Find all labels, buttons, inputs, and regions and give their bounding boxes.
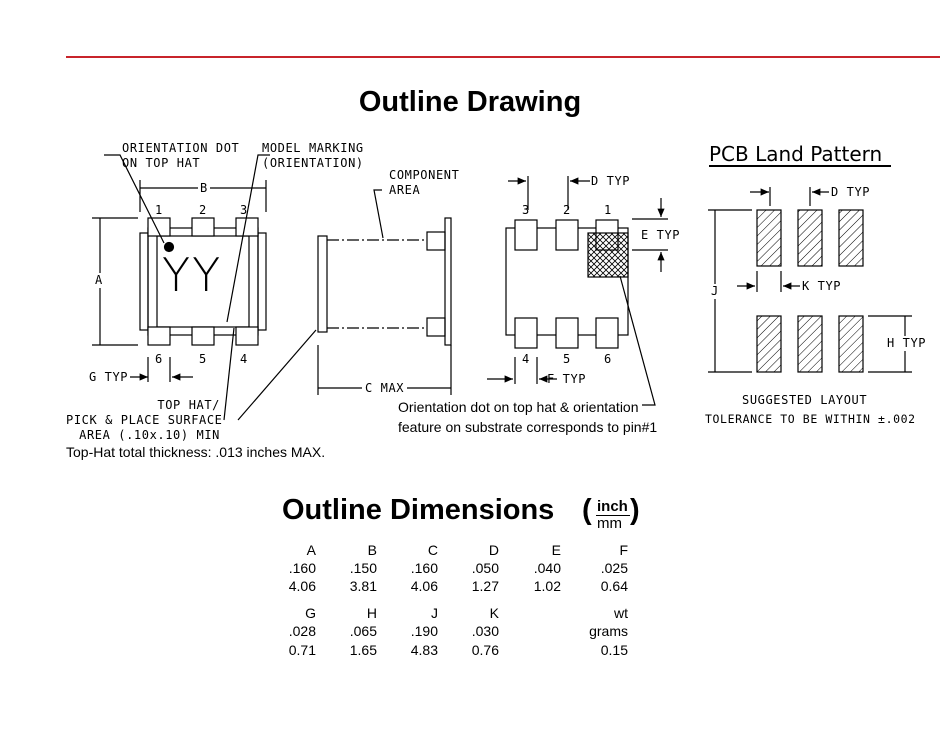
unit-inch: inch [597,498,628,515]
thickness-note: Top-Hat total thickness: .013 inches MAX… [66,444,326,460]
dim-inch-value: .025 [600,560,628,576]
pin-top-2: 2 [199,203,207,217]
bottom-pin-3: 3 [522,203,530,217]
pin-top-3: 3 [240,203,248,217]
unit-close-paren: ) [630,494,640,526]
dim-inch-value: .190 [410,623,438,639]
bottom-dim-f-label: F TYP [547,372,587,386]
dims-row1-inch: .160 .150 .160 .050 .040 .025 [272,560,642,579]
bottom-pin-4: 4 [522,352,530,366]
dim-header: H [366,605,377,621]
pcb-dim-k-label: K TYP [802,279,842,293]
top-hat-label: TOP HAT/ PICK & PLACE SURFACE AREA (.10x… [66,398,223,442]
dim-mm-value: 4.83 [410,642,438,658]
dim-mm-value: 1.02 [533,578,561,594]
pin-bottom-5: 5 [199,352,207,366]
dim-header: wt [614,605,628,621]
side-view [317,217,452,346]
dim-inch-value: .160 [410,560,438,576]
pcb-dim-j-label: J [711,284,719,299]
dim-inch-value: .040 [533,560,561,576]
dim-header: C [427,542,438,558]
pcb-suggested-layout: SUGGESTED LAYOUT [742,393,868,407]
dims-row1-mm: 4.06 3.81 4.06 1.27 1.02 0.64 [272,578,642,597]
dims-row2-inch: .028 .065 .190 .030 grams [272,623,642,642]
drawing-title: Outline Drawing [358,86,582,118]
pin-bottom-4: 4 [240,352,248,366]
dim-mm-value: 0.76 [471,642,499,658]
dims-row1-headers: A B C D E F [272,542,642,561]
pin-bottom-6: 6 [155,352,163,366]
dim-inch-value: .030 [471,623,499,639]
dim-header: K [489,605,499,621]
dim-inch-value: .160 [288,560,316,576]
bottom-pin-2: 2 [563,203,571,217]
pcb-pads [756,209,864,373]
dim-header: B [367,542,377,558]
dim-c-label: C MAX [362,381,408,396]
unit-open-paren: ( [582,494,592,526]
dim-mm-value: 0.71 [288,642,316,658]
unit-fraction-bar [596,515,630,516]
orientation-note: Orientation dot on top hat & orientation… [398,399,658,435]
dim-inch-value: .050 [471,560,499,576]
model-marking: YY [162,248,223,302]
pcb-tolerance: TOLERANCE TO BE WITHIN ±.002 [705,412,916,426]
bottom-pin-1: 1 [604,203,612,217]
bottom-view [505,219,629,349]
dim-mm-value: 4.06 [288,578,316,594]
dim-mm-value: 0.64 [600,578,628,594]
dimensions-title: Outline Dimensions [282,494,555,526]
unit-mm: mm [597,515,622,532]
dim-header: E [551,542,561,558]
dim-g-label: G TYP [89,370,129,384]
dim-b-label: B [198,181,210,196]
dim-header: F [619,542,628,558]
orientation-dot [163,241,175,253]
pcb-dim-h-label: H TYP [887,336,927,351]
dims-row2-headers: G H J K wt [272,605,642,624]
dim-inch-value: .028 [288,623,316,639]
dim-a-label: A [95,273,103,288]
dim-inch-value: .065 [349,623,377,639]
pcb-dim-d-label: D TYP [831,185,871,199]
model-marking-label: MODEL MARKING (ORIENTATION) [262,141,364,170]
dim-header: A [306,542,316,558]
bottom-pin-6: 6 [604,352,612,366]
orientation-dot-label: ORIENTATION DOT ON TOP HAT [122,141,240,170]
dim-inch-value: .150 [349,560,377,576]
dims-row2-mm: 0.71 1.65 4.83 0.76 0.15 [272,642,642,661]
pcb-title-underline [709,165,891,167]
bottom-pin-5: 5 [563,352,571,366]
pcb-title: PCB Land Pattern [709,142,883,166]
bottom-dim-e-label: E TYP [641,228,681,242]
dim-header: J [431,605,438,621]
pin-top-1: 1 [155,203,163,217]
bottom-dim-d-label: D TYP [591,174,631,188]
dim-mm-value: 1.27 [471,578,499,594]
header-rule [66,56,940,58]
dim-header: G [305,605,316,621]
dim-inch-value: grams [589,623,628,639]
dim-header: D [488,542,499,558]
dim-mm-value: 0.15 [600,642,628,658]
dim-mm-value: 4.06 [410,578,438,594]
component-area-label: COMPONENT AREA [389,168,460,197]
dim-mm-value: 1.65 [349,642,377,658]
dim-mm-value: 3.81 [349,578,377,594]
